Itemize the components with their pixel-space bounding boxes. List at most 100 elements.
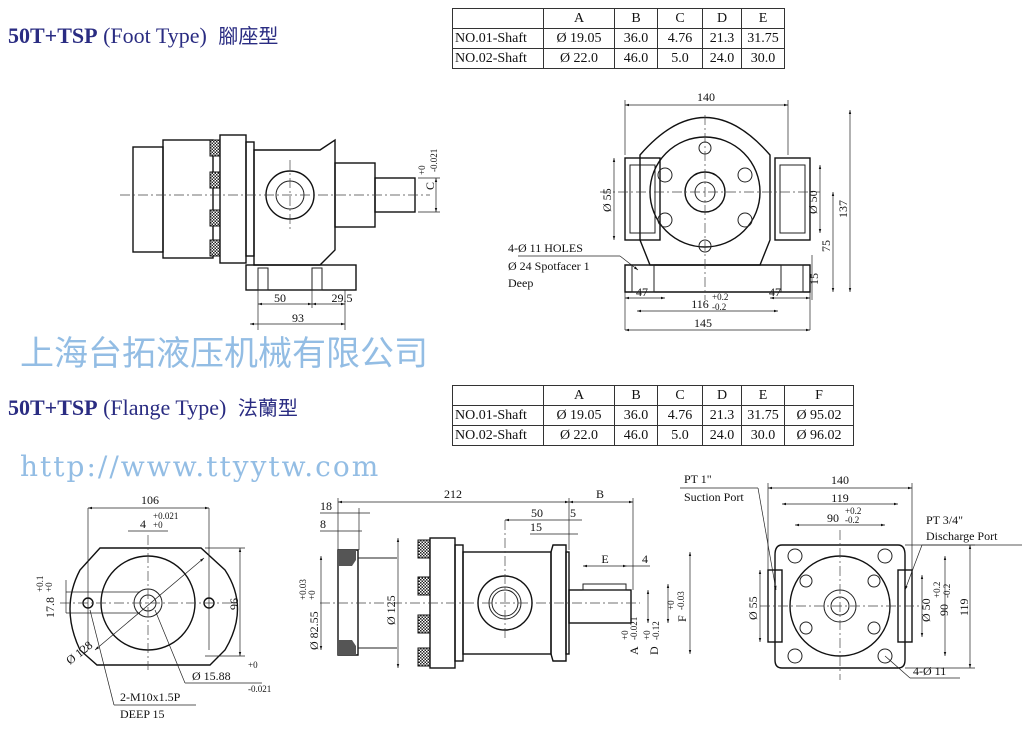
table-cell: Ø 96.02 bbox=[784, 425, 854, 446]
note-thread: 2-M10x1.5P bbox=[120, 690, 181, 704]
watermark-company: 上海台拓液压机械有限公司 bbox=[20, 334, 428, 374]
foot-front-view: 140 Ø 55 Ø 50 137 75 15 47 47 116 +0.2 -… bbox=[508, 90, 852, 332]
dim-dia-50: Ø 50 bbox=[806, 190, 820, 214]
note-deep: DEEP 15 bbox=[120, 707, 165, 721]
dim-145: 145 bbox=[694, 316, 712, 330]
dim-90-vertical: 90 bbox=[937, 604, 951, 616]
table-cell: NO.02-Shaft bbox=[452, 425, 544, 446]
dim-d-tol-up: +0 bbox=[642, 630, 652, 640]
dim-b: B bbox=[596, 487, 604, 501]
dim-15-88-tol-up: +0 bbox=[248, 660, 258, 670]
dim-c-tol-dn: -0.021 bbox=[429, 149, 439, 172]
type-label: (Foot Type) bbox=[103, 23, 207, 48]
discharge-port-size: PT 3/4" bbox=[926, 513, 963, 527]
dim-dia-55: Ø 55 bbox=[600, 188, 614, 212]
dim-a-tol-up: +0 bbox=[620, 630, 630, 640]
dim-116-tol-up: +0.2 bbox=[712, 292, 728, 302]
dim-82-tol-up: +0.03 bbox=[298, 579, 308, 600]
table-cell: Ø 19.05 bbox=[543, 405, 615, 426]
dim-75: 75 bbox=[819, 240, 833, 252]
flange-type-title: 50T+TSP (Flange Type) 法蘭型 bbox=[8, 392, 298, 421]
dim-93: 93 bbox=[292, 311, 304, 325]
dim-17-8-tol-up: +0.1 bbox=[35, 576, 45, 592]
dim-15: 15 bbox=[807, 273, 821, 285]
dim-140: 140 bbox=[831, 473, 849, 487]
dim-90v-tol-dn: -0.2 bbox=[942, 584, 952, 598]
suction-port-size: PT 1" bbox=[684, 472, 712, 486]
flange-rear-view: 140 119 90 +0.2 -0.2 PT 1" Suction Port … bbox=[680, 472, 1022, 680]
dim-f: F bbox=[675, 615, 689, 622]
table-cell: 46.0 bbox=[614, 48, 658, 69]
dim-140: 140 bbox=[697, 90, 715, 104]
dim-e: E bbox=[601, 552, 608, 566]
dim-15-88-tol-dn: -0.021 bbox=[248, 684, 271, 694]
dim-212: 212 bbox=[444, 487, 462, 501]
dim-f-tol-up: +0 bbox=[666, 600, 676, 610]
dim-dia-55: Ø 55 bbox=[746, 596, 760, 620]
dim-4: 4 bbox=[642, 552, 648, 566]
table-cell: 5.0 bbox=[657, 48, 703, 69]
dim-5: 5 bbox=[570, 506, 576, 520]
dim-d-tol-dn: -0.12 bbox=[651, 621, 661, 640]
dim-4-tol-dn: +0 bbox=[153, 520, 163, 530]
dim-82-tol-dn: +0 bbox=[307, 590, 317, 600]
type-label-cn: 法蘭型 bbox=[237, 396, 298, 420]
foot-side-view: C +0 -0.021 50 29.5 93 bbox=[120, 134, 440, 330]
type-label: (Flange Type) bbox=[103, 395, 227, 420]
dim-dia-128: Ø 128 bbox=[63, 638, 95, 667]
note-spotfacer: Ø 24 Spotfacer 1 bbox=[508, 259, 590, 273]
table-cell: 21.3 bbox=[702, 28, 742, 49]
dim-dia-82-55: Ø 82.55 bbox=[307, 611, 321, 650]
dim-dia-125: Ø 125 bbox=[384, 595, 398, 625]
dim-d: D bbox=[647, 646, 661, 655]
dim-a: A bbox=[627, 646, 641, 655]
dim-137: 137 bbox=[836, 200, 850, 218]
type-label-cn: 腳座型 bbox=[218, 24, 279, 48]
dim-dia-50: Ø 50 bbox=[919, 598, 933, 622]
table-cell: 24.0 bbox=[702, 48, 742, 69]
table-cell: Ø 19.05 bbox=[543, 28, 615, 49]
dim-90v-tol-up: +0.2 bbox=[932, 582, 942, 598]
dim-dia-15-88: Ø 15.88 bbox=[192, 669, 231, 683]
dim-90: 90 bbox=[827, 511, 839, 525]
foot-spec-table: A B C D E NO.01-Shaft Ø 19.05 36.0 4.76 … bbox=[452, 8, 785, 69]
dim-119: 119 bbox=[831, 491, 849, 505]
table-cell: 31.75 bbox=[741, 28, 785, 49]
dim-106: 106 bbox=[141, 493, 159, 507]
model-name: 50T+TSP bbox=[8, 395, 98, 420]
dim-90-tol-dn: -0.2 bbox=[845, 515, 859, 525]
watermark-url: http://www.ttyytw.com bbox=[20, 450, 381, 483]
dim-18: 18 bbox=[320, 499, 332, 513]
table-cell: 5.0 bbox=[657, 425, 703, 446]
dim-116-tol-dn: -0.2 bbox=[712, 302, 726, 312]
model-name: 50T+TSP bbox=[8, 23, 98, 48]
dim-116: 116 bbox=[691, 297, 709, 311]
dim-29-5: 29.5 bbox=[332, 291, 353, 305]
dim-119-vertical: 119 bbox=[957, 598, 971, 616]
dim-15: 15 bbox=[530, 520, 542, 534]
dim-47-left: 47 bbox=[636, 285, 648, 299]
dim-47-right: 47 bbox=[769, 285, 781, 299]
table-row: NO.02-Shaft Ø 22.0 46.0 5.0 24.0 30.0 Ø … bbox=[452, 425, 854, 446]
flange-front-view: 106 4 +0.021 +0 17.8 +0.1 +0 96 Ø 128 Ø … bbox=[35, 493, 271, 721]
foot-type-title: 50T+TSP (Foot Type) 腳座型 bbox=[8, 20, 278, 49]
dim-c-tol-up: +0 bbox=[417, 165, 427, 175]
dim-90-tol-up: +0.2 bbox=[845, 506, 861, 516]
dim-a-tol-dn: -0.021 bbox=[629, 617, 639, 640]
table-cell: 21.3 bbox=[702, 405, 742, 426]
suction-port-label: Suction Port bbox=[684, 490, 744, 504]
table-header-row: A B C D E F bbox=[452, 385, 854, 406]
table-cell: Ø 22.0 bbox=[543, 48, 615, 69]
flange-spec-table: A B C D E F NO.01-Shaft Ø 19.05 36.0 4.7… bbox=[452, 385, 854, 446]
dim-50: 50 bbox=[274, 291, 286, 305]
dim-f-tol-dn: -0.03 bbox=[676, 591, 686, 610]
dim-c: C bbox=[423, 182, 437, 190]
dim-96: 96 bbox=[227, 598, 241, 610]
discharge-port-label: Discharge Port bbox=[926, 529, 998, 543]
flange-side-view: 212 B 18 8 50 5 15 E 4 Ø 82.55 +0.03 +0 … bbox=[298, 487, 692, 669]
dim-17-8-tol-dn: +0 bbox=[44, 582, 54, 592]
dim-4: 4 bbox=[140, 517, 146, 531]
table-row: NO.02-Shaft Ø 22.0 46.0 5.0 24.0 30.0 bbox=[452, 48, 785, 69]
table-cell: 30.0 bbox=[741, 48, 785, 69]
